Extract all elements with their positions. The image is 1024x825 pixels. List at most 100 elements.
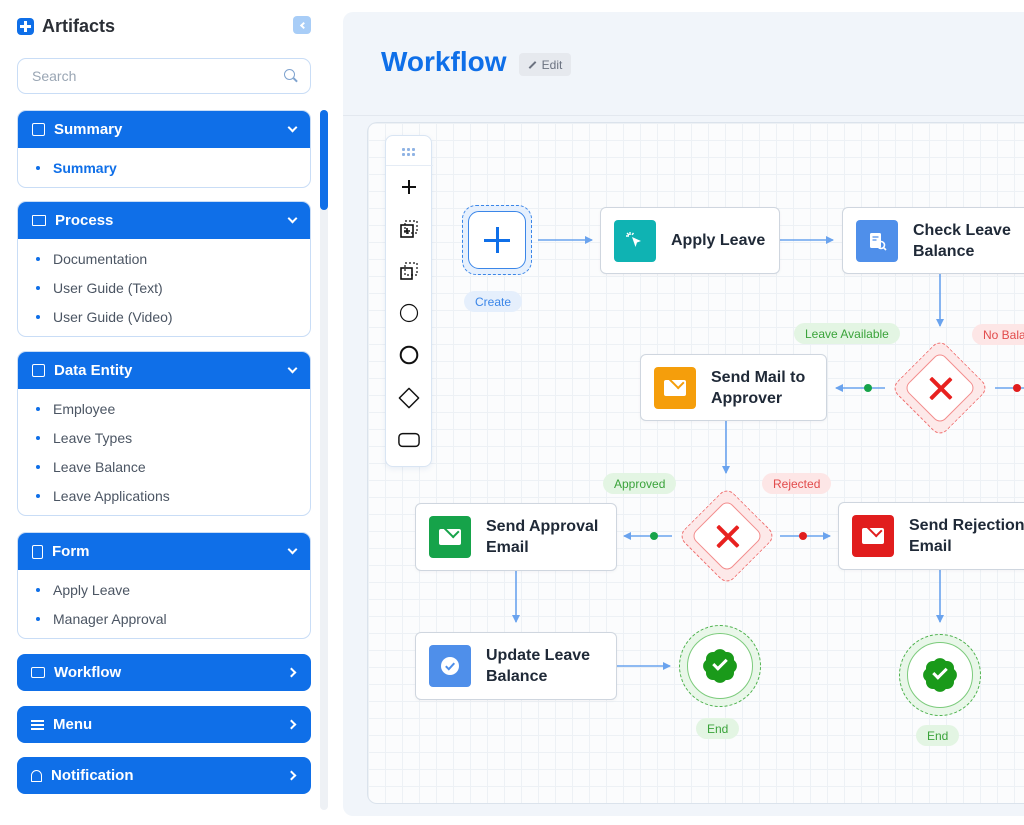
section-header-summary[interactable]: Summary bbox=[18, 111, 310, 148]
node-send-approval-email[interactable]: Send Approval Email bbox=[415, 503, 617, 571]
section-title: Notification bbox=[51, 767, 134, 784]
mail-icon bbox=[429, 516, 471, 558]
end-label: End bbox=[696, 718, 740, 739]
chevron-right-icon[interactable] bbox=[286, 719, 297, 730]
chart-icon bbox=[32, 364, 45, 377]
circle-bold-icon bbox=[399, 345, 419, 365]
gateway-leave-check[interactable] bbox=[890, 338, 990, 438]
verified-check-icon bbox=[702, 648, 738, 684]
brand: Artifacts bbox=[17, 14, 115, 38]
sidebar: Artifacts Summary Summary bbox=[0, 0, 335, 825]
end-node-approved[interactable] bbox=[679, 625, 761, 707]
section-process: Process Documentation User Guide (Text) … bbox=[17, 201, 311, 337]
edge-label-no-balance: No Bala bbox=[972, 324, 1024, 345]
section-form: Form Apply Leave Manager Approval bbox=[17, 532, 311, 639]
end-label: End bbox=[916, 725, 960, 746]
add-subprocess-tool-button[interactable] bbox=[398, 218, 420, 240]
cursor-click-icon bbox=[614, 219, 656, 262]
menu-icon bbox=[31, 719, 44, 730]
gateway-approval-decision[interactable] bbox=[677, 486, 777, 586]
chevron-down-icon[interactable] bbox=[287, 544, 298, 555]
create-label: Create bbox=[464, 291, 523, 312]
document-search-icon bbox=[856, 219, 898, 262]
section-notification[interactable]: Notification bbox=[17, 757, 311, 794]
drag-handle-icon[interactable] bbox=[401, 147, 417, 157]
start-event-tool-button[interactable] bbox=[398, 302, 420, 324]
section-title: Summary bbox=[54, 121, 123, 138]
chevron-right-icon[interactable] bbox=[286, 770, 297, 781]
sidebar-item-summary[interactable]: Summary bbox=[18, 153, 310, 182]
section-header-form[interactable]: Form bbox=[18, 533, 310, 570]
node-label: Apply Leave bbox=[671, 232, 766, 249]
sidebar-item-documentation[interactable]: Documentation bbox=[18, 244, 310, 273]
plus-icon bbox=[402, 180, 416, 194]
sidebar-item-manager-approval[interactable]: Manager Approval bbox=[18, 604, 310, 633]
sidebar-scrollbar-thumb[interactable] bbox=[320, 110, 328, 210]
rounded-rectangle-icon bbox=[398, 432, 420, 448]
section-summary: Summary Summary bbox=[17, 110, 311, 188]
sidebar-item-leave-types[interactable]: Leave Types bbox=[18, 423, 310, 452]
edit-button[interactable]: Edit bbox=[519, 53, 571, 76]
add-tool-button[interactable] bbox=[398, 176, 420, 198]
section-title: Menu bbox=[53, 716, 93, 733]
sidebar-item-apply-leave[interactable]: Apply Leave bbox=[18, 575, 310, 604]
section-title: Form bbox=[52, 543, 90, 560]
verified-check-icon bbox=[922, 657, 958, 693]
search-input[interactable] bbox=[32, 68, 252, 84]
node-check-leave-balance[interactable]: Check Leave Balance bbox=[842, 207, 1024, 274]
section-menu[interactable]: Menu bbox=[17, 706, 311, 743]
selection-icon bbox=[400, 262, 418, 280]
end-event-tool-button[interactable] bbox=[398, 344, 420, 366]
circle-thin-icon bbox=[399, 303, 419, 323]
close-icon bbox=[927, 375, 953, 401]
section-workflow[interactable]: Workflow bbox=[17, 654, 311, 691]
toolbar-divider bbox=[386, 165, 433, 166]
node-label: Update Leave Balance bbox=[486, 647, 591, 685]
workflow-icon bbox=[31, 667, 45, 678]
section-title: Data Entity bbox=[54, 362, 133, 379]
chevron-down-icon[interactable] bbox=[287, 122, 298, 133]
sidebar-item-leave-applications[interactable]: Leave Applications bbox=[18, 481, 310, 510]
chevron-down-icon[interactable] bbox=[287, 213, 298, 224]
collapse-sidebar-button[interactable] bbox=[293, 16, 311, 34]
sidebar-item-user-guide-text[interactable]: User Guide (Text) bbox=[18, 273, 310, 302]
chevron-down-icon[interactable] bbox=[287, 363, 298, 374]
node-label: Send Rejection Email bbox=[909, 517, 1024, 555]
form-icon bbox=[32, 544, 43, 559]
create-start-node[interactable] bbox=[462, 205, 532, 275]
close-icon bbox=[714, 523, 740, 549]
sidebar-item-employee[interactable]: Employee bbox=[18, 394, 310, 423]
node-send-mail-to-approver[interactable]: Send Mail to Approver bbox=[640, 354, 827, 421]
task-tool-button[interactable] bbox=[398, 429, 420, 451]
search-box[interactable] bbox=[17, 58, 311, 94]
node-label: Check Leave Balance bbox=[913, 221, 1011, 260]
page-header: Workflow Edit bbox=[343, 12, 1024, 116]
section-data-entity: Data Entity Employee Leave Types Leave B… bbox=[17, 351, 311, 516]
edge-label-leave-available: Leave Available bbox=[794, 323, 900, 344]
sidebar-item-leave-balance[interactable]: Leave Balance bbox=[18, 452, 310, 481]
sidebar-scrollbar-track[interactable] bbox=[320, 110, 328, 810]
artifacts-logo-icon bbox=[17, 17, 34, 35]
chevron-right-icon[interactable] bbox=[286, 667, 297, 678]
section-title: Process bbox=[55, 212, 114, 229]
sidebar-title: Artifacts bbox=[42, 15, 116, 36]
section-header-process[interactable]: Process bbox=[18, 202, 310, 239]
diamond-icon bbox=[398, 387, 420, 409]
node-send-rejection-email[interactable]: Send Rejection Email bbox=[838, 502, 1024, 570]
node-update-leave-balance[interactable]: Update Leave Balance bbox=[415, 632, 617, 700]
pencil-icon bbox=[528, 60, 537, 69]
node-apply-leave[interactable]: Apply Leave bbox=[600, 207, 780, 274]
section-header-data-entity[interactable]: Data Entity bbox=[18, 352, 310, 389]
edit-button-label: Edit bbox=[541, 57, 563, 72]
page-title: Workflow bbox=[381, 46, 507, 77]
end-node-rejected[interactable] bbox=[899, 634, 981, 716]
gateway-tool-button[interactable] bbox=[398, 387, 420, 409]
sidebar-item-user-guide-video[interactable]: User Guide (Video) bbox=[18, 302, 310, 331]
select-group-tool-button[interactable] bbox=[398, 260, 420, 282]
add-group-icon bbox=[400, 220, 418, 238]
create-start-inner[interactable] bbox=[468, 211, 526, 269]
search-icon[interactable] bbox=[284, 69, 298, 83]
node-label: Send Mail to Approver bbox=[711, 368, 806, 407]
node-label: Send Approval Email bbox=[486, 518, 599, 556]
